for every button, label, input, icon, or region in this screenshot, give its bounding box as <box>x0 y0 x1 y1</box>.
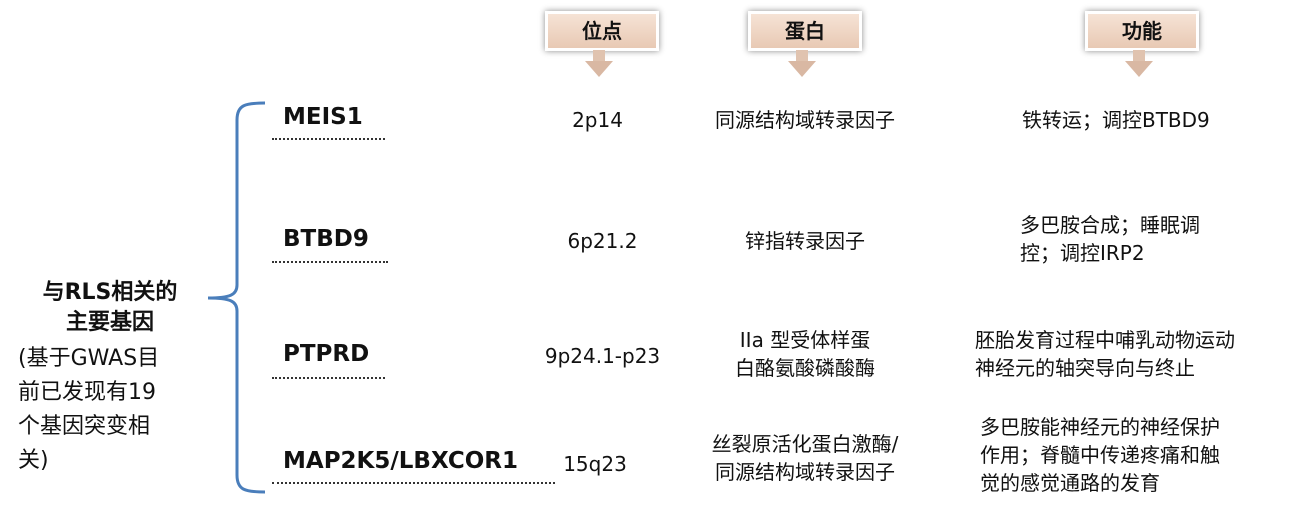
protein-line: 同源结构域转录因子 <box>715 460 895 484</box>
arrow-stem <box>593 50 605 62</box>
left-note: (基于GWAS目 前已发现有19 个基因突变相 关) <box>18 342 159 478</box>
dotted-underline <box>272 261 388 263</box>
gene-name: BTBD9 <box>283 226 369 252</box>
header-locus: 位点 <box>545 11 659 51</box>
function: 铁转运；调控BTBD9 <box>1022 106 1210 134</box>
gene-name: PTPRD <box>283 341 370 367</box>
function-line: 多巴胺能神经元的神经保护 <box>980 415 1220 439</box>
function: 多巴胺合成；睡眠调控；调控IRP2 <box>1020 211 1200 267</box>
arrow-stem <box>796 50 808 62</box>
note-line: 前已发现有19 <box>18 380 156 405</box>
note-line: (基于GWAS目 <box>18 346 160 371</box>
locus: 6p21.2 <box>567 229 638 253</box>
function: 胚胎发育过程中哺乳动物运动神经元的轴突导向与终止 <box>975 326 1235 382</box>
function-line: 作用；脊髓中传递疼痛和触 <box>980 443 1220 467</box>
locus: 9p24.1-p23 <box>544 344 661 368</box>
dotted-underline <box>272 482 555 484</box>
title-line: 与RLS相关的 <box>42 280 178 305</box>
protein-line: IIa 型受体样蛋 <box>739 328 871 352</box>
locus: 2p14 <box>572 108 623 132</box>
protein-line: 白酪氨酸磷酸酶 <box>735 356 875 380</box>
protein: IIa 型受体样蛋白酪氨酸磷酸酶 <box>690 326 920 382</box>
locus: 15q23 <box>563 452 627 476</box>
title-line: 主要基因 <box>65 310 154 335</box>
left-title: 与RLS相关的 主要基因 <box>10 278 210 338</box>
down-arrow-icon <box>585 61 613 77</box>
header-function: 功能 <box>1085 11 1199 51</box>
protein: 同源结构域转录因子 <box>680 106 930 134</box>
function-line: 觉的感觉通路的发育 <box>980 471 1160 495</box>
protein: 丝裂原活化蛋白激酶/同源结构域转录因子 <box>675 430 935 486</box>
function-line: 神经元的轴突导向与终止 <box>975 356 1195 380</box>
function-line: 控；调控IRP2 <box>1020 241 1145 265</box>
function-line: 铁转运；调控BTBD9 <box>1022 108 1210 132</box>
arrow-stem <box>1133 50 1145 62</box>
dotted-underline <box>272 138 385 140</box>
header-protein: 蛋白 <box>748 11 862 51</box>
down-arrow-icon <box>1125 61 1153 77</box>
gene-name: MEIS1 <box>283 104 363 130</box>
function: 多巴胺能神经元的神经保护作用；脊髓中传递疼痛和触觉的感觉通路的发育 <box>980 413 1220 497</box>
note-line: 个基因突变相 <box>18 414 151 439</box>
gene-name: MAP2K5/LBXCOR1 <box>283 448 519 474</box>
dotted-underline <box>272 377 385 379</box>
curly-brace <box>207 101 266 494</box>
protein-line: 同源结构域转录因子 <box>715 108 895 132</box>
down-arrow-icon <box>788 61 816 77</box>
note-line: 关) <box>18 448 49 473</box>
protein-line: 丝裂原活化蛋白激酶/ <box>711 432 899 456</box>
function-line: 多巴胺合成；睡眠调 <box>1020 213 1200 237</box>
function-line: 胚胎发育过程中哺乳动物运动 <box>975 328 1235 352</box>
protein: 锌指转录因子 <box>680 227 930 255</box>
protein-line: 锌指转录因子 <box>745 229 865 253</box>
